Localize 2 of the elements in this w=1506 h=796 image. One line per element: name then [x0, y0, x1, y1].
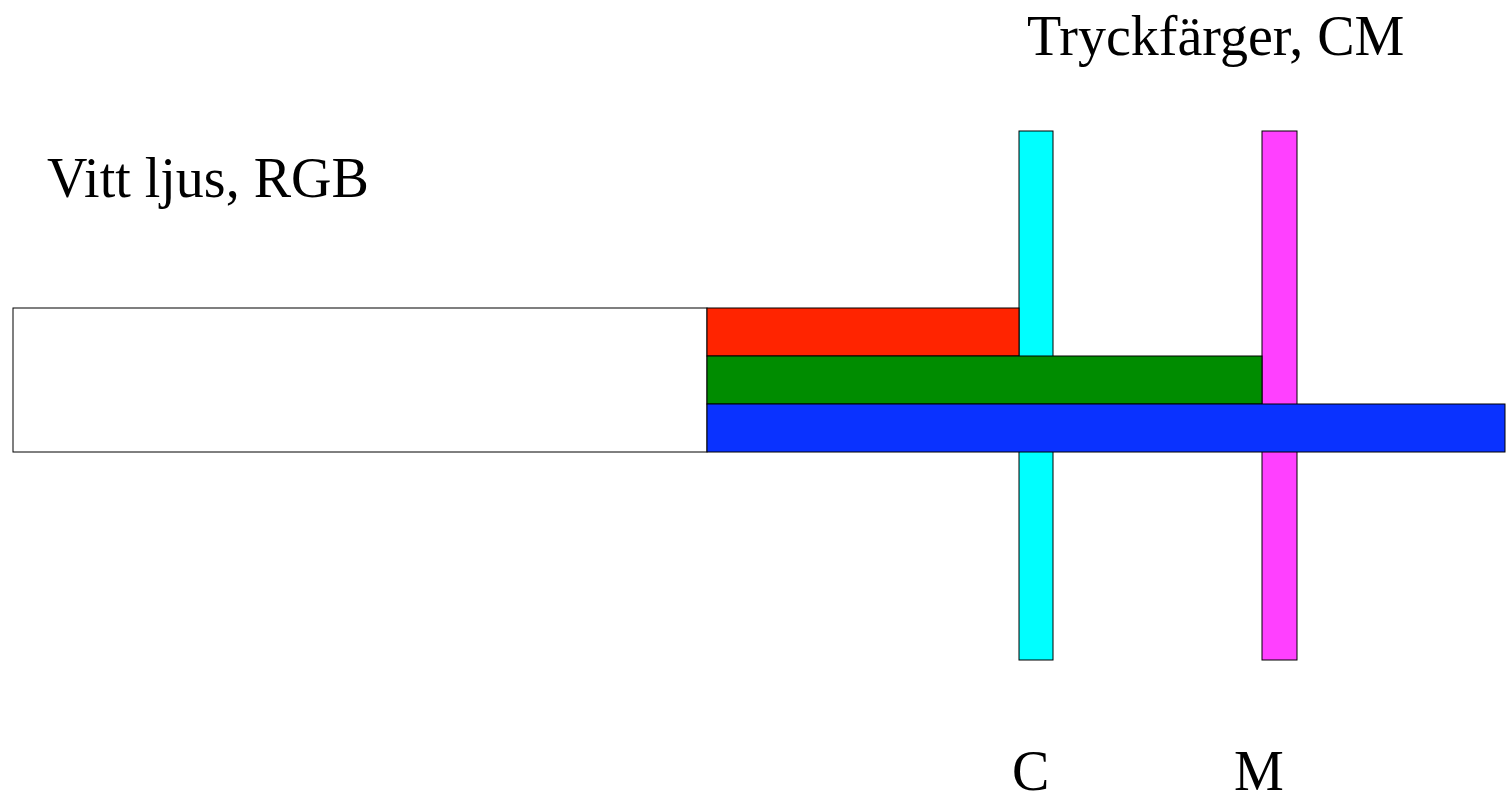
part-label: M [1234, 743, 1284, 796]
part-label: C [1012, 743, 1050, 796]
